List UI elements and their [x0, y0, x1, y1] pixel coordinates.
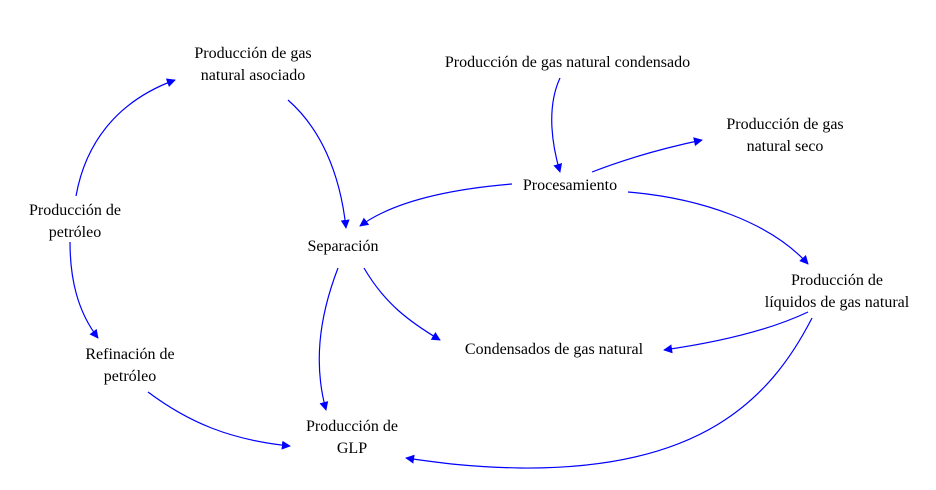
arrow-gas-condensado-to-procesamiento [551, 77, 563, 173]
node-label-line: Procesamiento [522, 177, 618, 194]
node-label-line: Refinación de [85, 346, 175, 363]
node-label-line: Producción de gas [194, 45, 312, 62]
arrow-petroleo-to-refinacion [69, 241, 99, 339]
node-separacion: Separación [284, 236, 402, 258]
arrow-liquidos-to-glp [405, 317, 813, 469]
arrow-petroleo-to-gas-asociado [75, 78, 176, 197]
node-produccion-petroleo: Producción de petróleo [10, 200, 140, 244]
node-produccion-gas-natural-seco: Producción de gas natural seco [700, 114, 870, 158]
node-label-line: GLP [336, 440, 368, 457]
node-produccion-liquidos-gas-natural: Producción de líquidos de gas natural [742, 270, 932, 314]
node-label-line: Condensados de gas natural [464, 341, 644, 358]
node-refinacion-petroleo: Refinación de petróleo [60, 344, 200, 388]
node-label-line: Producción de gas natural condensado [444, 54, 691, 71]
arrow-procesamiento-to-liquidos [627, 191, 809, 265]
node-condensados-gas-natural: Condensados de gas natural [438, 339, 670, 361]
node-label-line: natural seco [746, 138, 824, 155]
node-label-line: petróleo [103, 368, 157, 385]
node-label-line: Separación [307, 238, 379, 255]
node-label-line: líquidos de gas natural [764, 294, 910, 311]
node-produccion-gas-natural-condensado: Producción de gas natural condensado [415, 52, 720, 74]
node-procesamiento: Procesamiento [500, 175, 640, 197]
arrow-procesamiento-to-separacion [359, 183, 513, 227]
arrow-gas-asociado-to-separacion [287, 99, 350, 229]
node-label-line: Producción de [791, 272, 883, 289]
node-label-line: Producción de [29, 202, 121, 219]
arrow-procesamiento-to-gas-seco [591, 137, 703, 173]
node-label-line: petróleo [48, 224, 102, 241]
node-label-line: natural asociado [200, 67, 306, 84]
node-label-line: Producción de [306, 418, 398, 435]
arrow-liquidos-to-condensados [663, 311, 809, 354]
node-produccion-gas-natural-asociado: Producción de gas natural asociado [168, 43, 338, 87]
arrow-separacion-to-condensados [363, 267, 441, 341]
node-label-line: Producción de gas [726, 116, 844, 133]
node-produccion-glp: Producción de GLP [282, 416, 422, 460]
arrow-refinacion-to-glp [147, 391, 291, 450]
arrow-separacion-to-glp [318, 267, 339, 411]
